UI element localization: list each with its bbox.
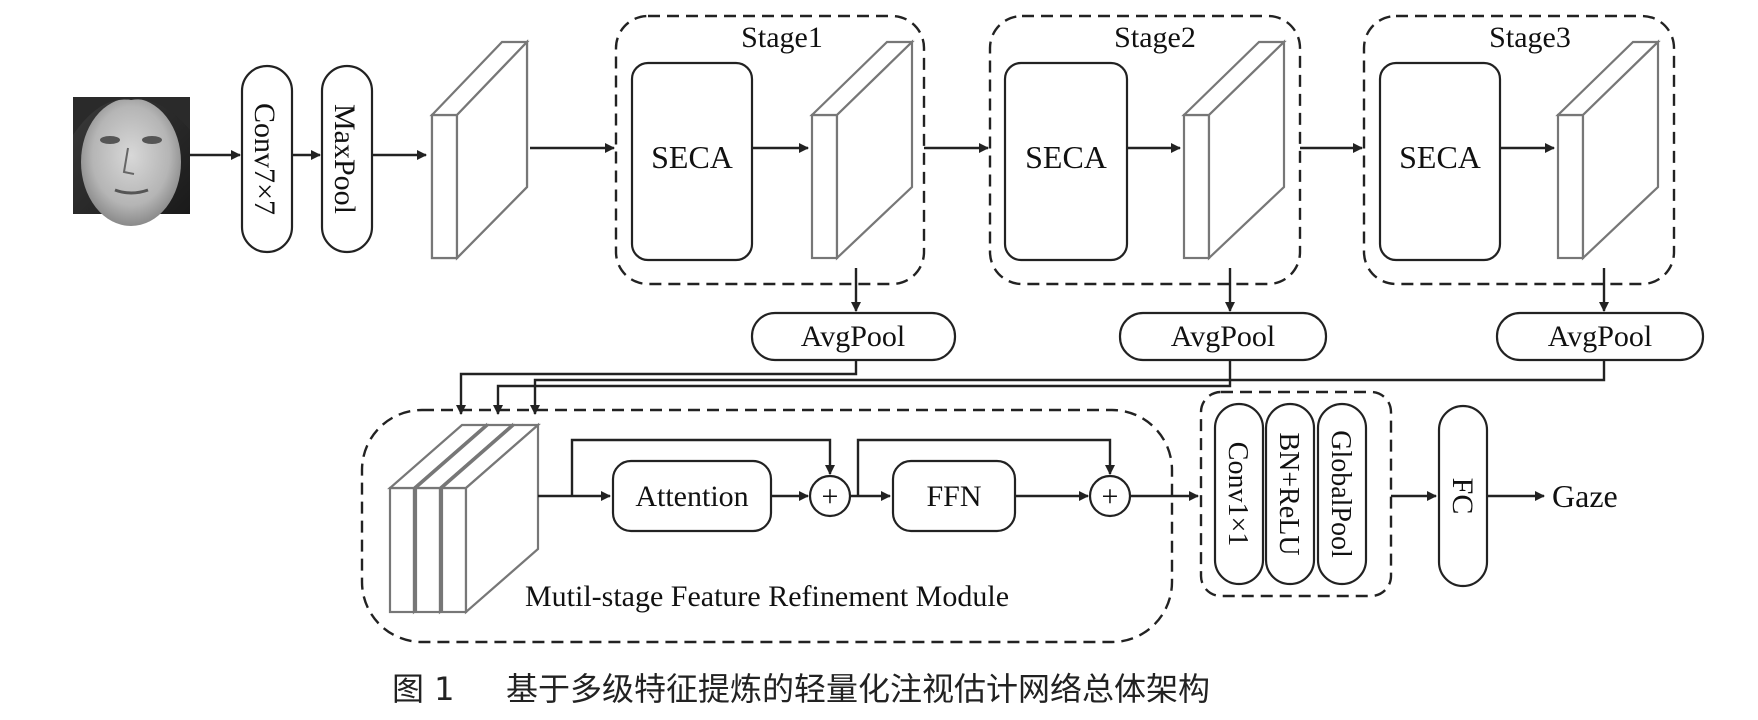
avgpool-connectors [456, 360, 1606, 415]
stage2-group: Stage2 SECA [988, 14, 1302, 286]
attention-label: Attention [635, 480, 748, 513]
globalpool-box [1316, 402, 1368, 586]
avgpool-3: AvgPool [1495, 311, 1705, 362]
avgpool-1: AvgPool [750, 311, 957, 362]
feature-map-stem [429, 39, 530, 261]
stage1-group: Stage1 SECA [614, 14, 926, 286]
add-node-1-label: + [822, 480, 839, 513]
stage1-title: Stage1 [741, 21, 823, 54]
stage3-seca-label: SECA [1399, 139, 1481, 175]
module-title: Mutil-stage Feature Refinement Module [525, 580, 1009, 613]
stacked-features [387, 422, 541, 615]
caption-text: 基于多级特征提炼的轻量化注视估计网络总体架构 [506, 670, 1210, 708]
avgpool-3-label: AvgPool [1548, 320, 1652, 353]
conv1x1-box [1213, 402, 1265, 586]
bn-relu-box [1264, 402, 1316, 586]
maxpool-box: MaxPool [320, 64, 374, 254]
caption-label: 图 1 [392, 670, 455, 708]
stage3-group: Stage3 SECA [1362, 14, 1676, 286]
refinement-module: Attention + FFN + Mutil-stage Feature Re… [360, 408, 1174, 644]
avgpool-2: AvgPool [1118, 311, 1328, 362]
conv7x7-label: Conv7×7 [248, 103, 281, 215]
add-node-2-label: + [1102, 480, 1119, 513]
bn-relu-label: BN+ReLU [1273, 432, 1304, 555]
conv7x7-box: Conv7×7 [240, 64, 294, 254]
head-group: Conv1×1 BN+ReLU GlobalPool [1199, 390, 1393, 598]
stage3-title: Stage3 [1489, 21, 1571, 54]
face-image [73, 97, 190, 226]
gaze-output-label: Gaze [1552, 478, 1618, 514]
avgpool-1-label: AvgPool [801, 320, 905, 353]
fc-box: FC [1437, 404, 1489, 588]
stage2-seca-label: SECA [1025, 139, 1107, 175]
globalpool-label: GlobalPool [1325, 430, 1356, 558]
avgpool-2-label: AvgPool [1171, 320, 1275, 353]
figure-caption: 图 1 基于多级特征提炼的轻量化注视估计网络总体架构 [392, 670, 1210, 708]
stage2-title: Stage2 [1114, 21, 1196, 54]
maxpool-label: MaxPool [328, 104, 361, 214]
ffn-label: FFN [926, 480, 981, 513]
fc-label: FC [1446, 478, 1479, 515]
stage1-seca-label: SECA [651, 139, 733, 175]
conv1x1-label: Conv1×1 [1222, 442, 1253, 546]
